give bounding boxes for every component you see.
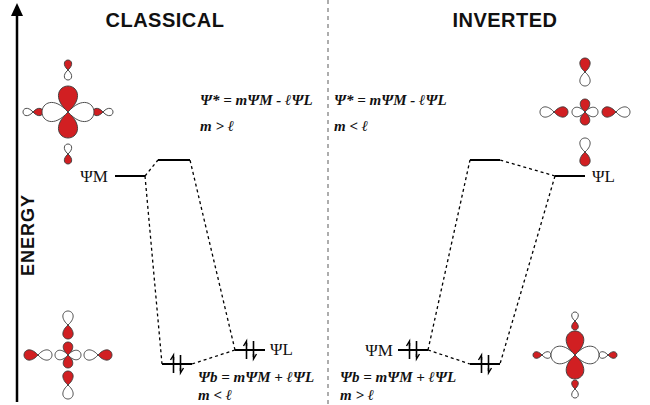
ligand-p-lobe — [599, 352, 608, 359]
coefficient-relation: m < ℓ — [334, 119, 368, 134]
energy-level — [470, 159, 500, 161]
electron-arrowhead — [171, 355, 174, 360]
ligand-p-lobe — [98, 350, 112, 360]
ligand-p-lobe — [38, 350, 52, 360]
ligand-p-lobe — [63, 325, 73, 339]
ligand-p-lobe — [63, 371, 73, 385]
wavefunction-equation: Ψb = mΨM + ℓΨL — [198, 370, 314, 385]
metal-d-lobe — [572, 107, 585, 117]
ligand-p-lobe — [540, 107, 554, 117]
ligand-p-lobe — [602, 107, 616, 117]
ligand-p-lobe — [33, 108, 43, 115]
electron-arrowhead — [479, 355, 482, 360]
ligand-p-lobe — [580, 152, 590, 166]
ligand-p-lobe — [533, 352, 542, 359]
ligand-p-lobe — [64, 70, 71, 80]
energy-level — [158, 159, 190, 161]
ligand-p-lobe — [572, 312, 579, 321]
electron-arrowhead — [244, 341, 247, 346]
wavefunction-equation: Ψ* = mΨM - ℓΨL — [200, 93, 313, 108]
ligand-p-lobe — [554, 107, 568, 117]
ligand-p-lobe — [63, 311, 73, 325]
electron-arrowhead — [489, 368, 492, 373]
metal-d-lobe — [55, 350, 68, 360]
ligand-p-lobe — [64, 60, 71, 70]
ligand-p-lobe — [580, 138, 590, 152]
ligand-p-lobe — [23, 108, 33, 115]
ligand-p-lobe — [63, 385, 73, 399]
orbital-drawings — [23, 58, 630, 399]
energy-axis — [16, 14, 19, 402]
energy-level — [235, 349, 265, 351]
electron-arrowhead — [254, 354, 257, 359]
metal-d-lobe — [551, 346, 575, 364]
ligand-p-lobe — [572, 321, 579, 330]
ligand-p-lobe — [103, 108, 113, 115]
metal-d-lobe — [68, 350, 81, 360]
metal-d-lobe — [585, 107, 598, 117]
orbital-label: ΨM — [365, 342, 393, 359]
axis-arrowhead — [11, 3, 23, 16]
ligand-p-lobe — [572, 380, 579, 389]
energy-level — [398, 349, 428, 351]
ligand-p-lobe — [64, 154, 71, 164]
coefficient-relation: m > ℓ — [200, 119, 234, 134]
wavefunction-equation: Ψ* = mΨM - ℓΨL — [334, 93, 447, 108]
panel-divider — [327, 0, 328, 405]
wavefunction-equation: Ψb = mΨM + ℓΨL — [340, 370, 456, 385]
ligand-p-lobe — [542, 352, 551, 359]
ligand-p-lobe — [64, 144, 71, 154]
panel-title: INVERTED — [452, 10, 557, 30]
energy-level — [555, 175, 585, 177]
ligand-p-lobe — [24, 350, 38, 360]
coefficient-relation: m < ℓ — [198, 388, 232, 403]
metal-d-lobe — [575, 346, 599, 364]
coefficient-relation: m > ℓ — [340, 388, 374, 403]
metal-d-lobe — [42, 102, 68, 121]
ligand-p-lobe — [93, 108, 103, 115]
orbital-label: ΨL — [592, 168, 615, 185]
electron-arrowhead — [181, 368, 184, 373]
ligand-p-lobe — [580, 72, 590, 86]
axis-label: ENERGY — [19, 194, 37, 276]
orbital-label: ΨL — [270, 341, 293, 358]
ligand-p-lobe — [580, 58, 590, 72]
electron-arrowhead — [417, 354, 420, 359]
electron-arrowhead — [407, 341, 410, 346]
static-art — [11, 0, 585, 405]
correlation-lines — [428, 160, 555, 364]
ligand-p-lobe — [572, 389, 579, 398]
ligand-p-lobe — [616, 107, 630, 117]
ligand-p-lobe — [608, 352, 617, 359]
orbital-label: ΨM — [80, 168, 108, 185]
ligand-p-lobe — [84, 350, 98, 360]
correlation-lines — [145, 160, 235, 364]
metal-d-lobe — [68, 102, 94, 121]
energy-level — [162, 363, 192, 365]
energy-level — [470, 363, 500, 365]
panel-title: CLASSICAL — [106, 10, 225, 30]
energy-level — [115, 175, 145, 177]
